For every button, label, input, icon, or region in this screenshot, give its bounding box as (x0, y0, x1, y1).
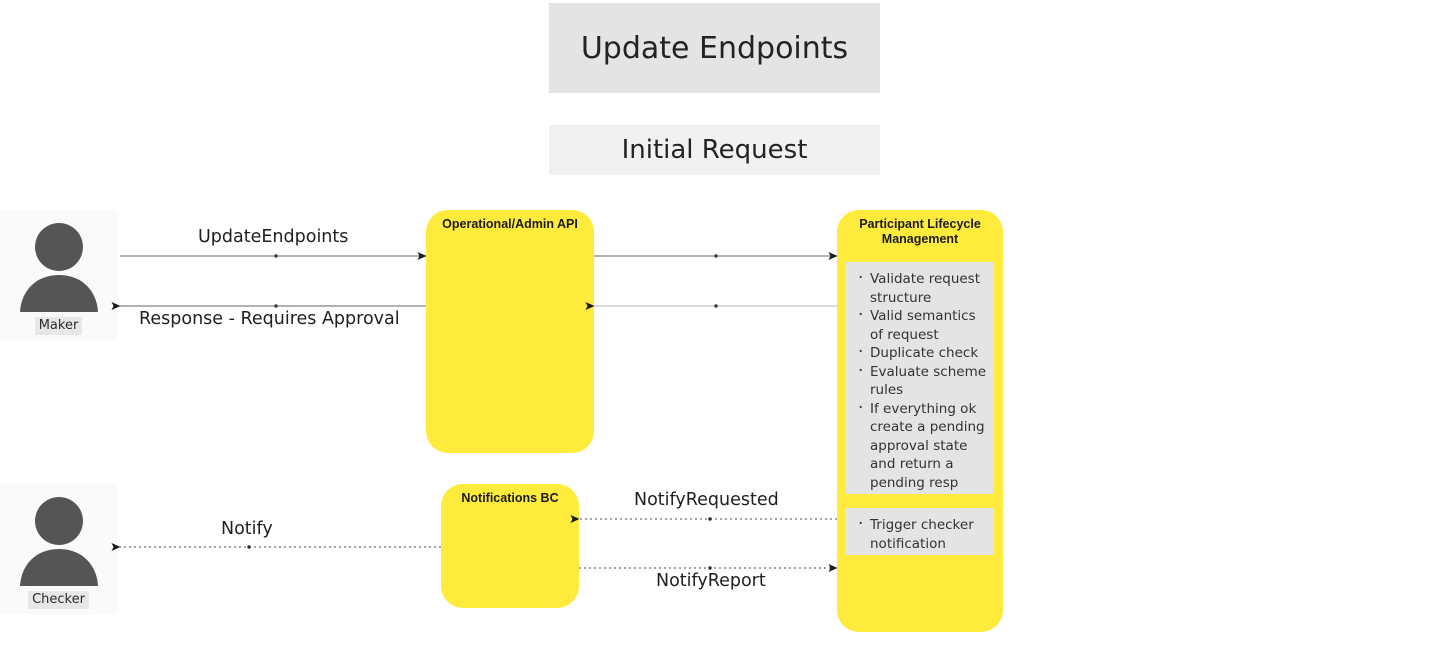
person-icon (19, 497, 98, 586)
participant-plm-title: Participant Lifecycle Management (859, 217, 981, 246)
actor-maker-label: Maker (34, 317, 83, 335)
message-label-notify: Notify (221, 519, 273, 539)
message-arrow-notify (111, 543, 441, 551)
participant-notifications-title: Notifications BC (461, 491, 559, 505)
participant-api-title: Operational/Admin API (442, 217, 578, 231)
note-validation-steps: Validate request structure Valid semanti… (846, 262, 994, 494)
list-item: Evaluate scheme rules (850, 362, 988, 400)
list-item: If everything ok create a pending approv… (850, 399, 988, 493)
participant-notifications-bc[interactable]: Notifications BC (441, 484, 579, 608)
actor-maker[interactable]: Maker (0, 210, 117, 340)
list-item: Valid semantics of request (850, 306, 988, 344)
participant-operational-admin-api[interactable]: Operational/Admin API (426, 210, 594, 453)
message-label-notifyreport: NotifyReport (656, 571, 766, 591)
list-item: Trigger checker notification (850, 515, 988, 553)
message-arrow-plm-to-api (585, 302, 837, 310)
message-arrow-notifyreport (579, 564, 838, 572)
person-icon (19, 223, 98, 312)
list-item: Duplicate check (850, 343, 988, 363)
note-trigger-checker: Trigger checker notification (846, 508, 994, 555)
actor-checker[interactable]: Checker (0, 484, 117, 614)
diagram-phase-banner: Initial Request (549, 125, 880, 175)
message-label-updateendpoints: UpdateEndpoints (198, 227, 349, 247)
actor-checker-label: Checker (28, 591, 89, 609)
list-item: Validate request structure (850, 269, 988, 307)
message-arrow-notifyrequested (570, 515, 837, 523)
message-arrow-updateendpoints (120, 252, 427, 260)
message-arrow-api-to-plm (594, 252, 838, 260)
message-label-notifyrequested: NotifyRequested (634, 490, 779, 510)
message-arrow-response-requires-approval (111, 302, 426, 310)
message-label-response-requires-approval: Response - Requires Approval (139, 309, 400, 329)
diagram-title-banner: Update Endpoints (549, 3, 880, 93)
